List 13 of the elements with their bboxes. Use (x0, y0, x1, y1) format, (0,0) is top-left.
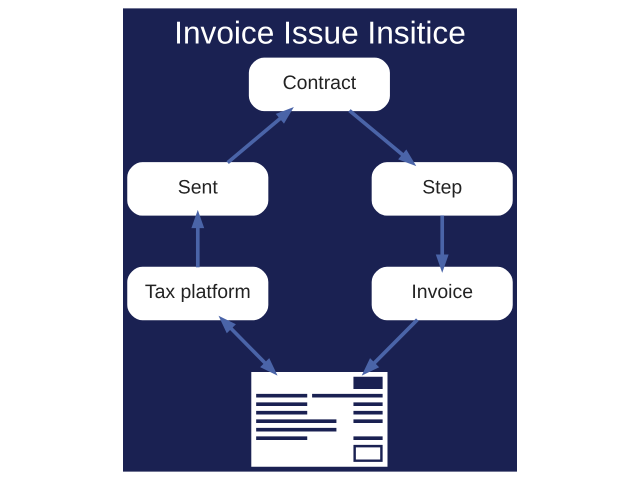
arrow (362, 318, 419, 376)
node-box: Tax platform (127, 266, 268, 320)
node-box: Contract (248, 58, 390, 112)
node-box: Invoice (372, 266, 513, 320)
arrow (348, 109, 416, 166)
node-box: Step (372, 162, 513, 216)
arrow (226, 107, 294, 164)
diagram-title: Invoice Issue Insitice (174, 14, 466, 50)
node-picture (251, 372, 388, 467)
node-box: Sent (127, 162, 268, 216)
arrow (191, 210, 204, 268)
arrow (218, 316, 278, 376)
arrow (436, 215, 449, 273)
